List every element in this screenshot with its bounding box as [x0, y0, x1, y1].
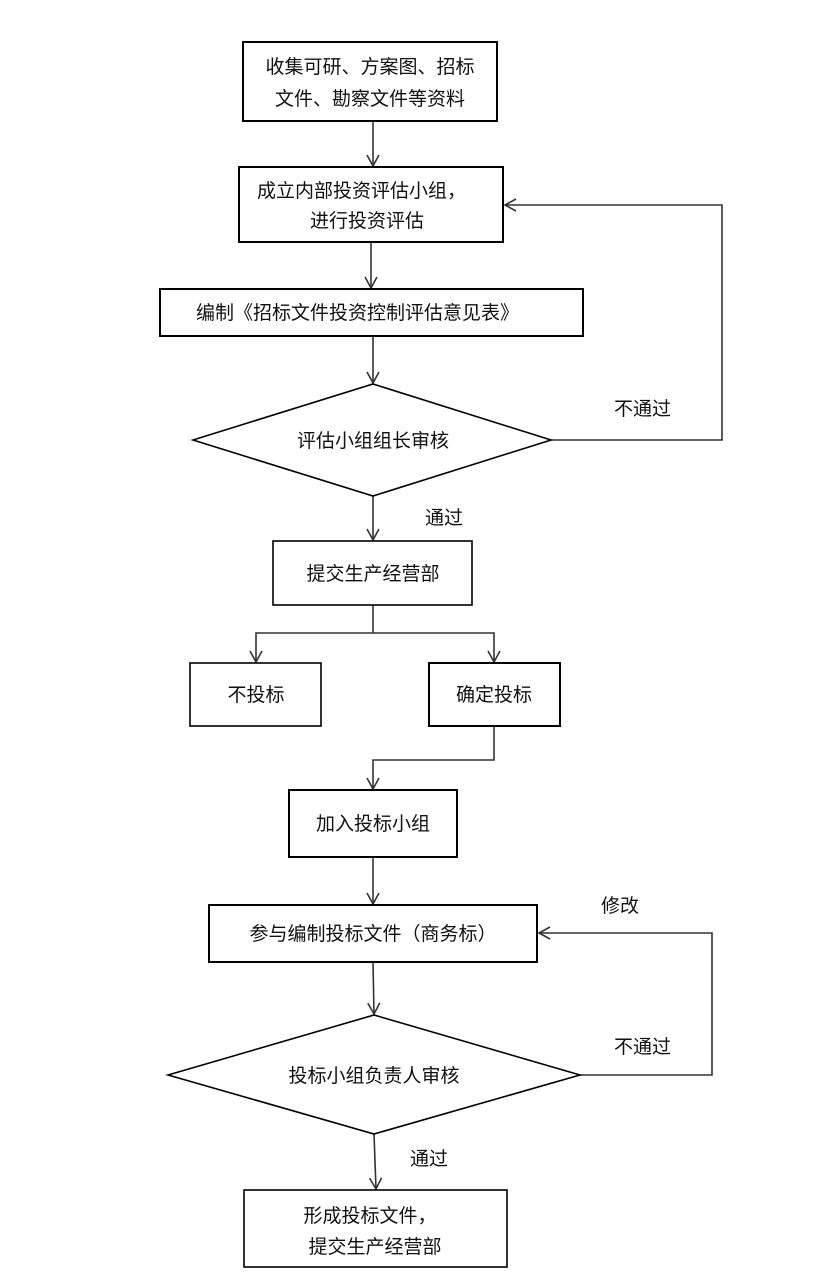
arrow-review2-fail-loop — [537, 926, 713, 1076]
node-submit-dept-label: 提交生产经营部 — [306, 563, 439, 585]
node-collect: 收集可研、方案图、招标 文件、勘察文件等资料 — [242, 41, 498, 122]
node-confirm-bid: 确定投标 — [428, 662, 561, 727]
node-no-bid: 不投标 — [189, 662, 322, 727]
arrow-to-confirm-bid — [373, 632, 501, 664]
node-join-team: 加入投标小组 — [288, 789, 458, 858]
node-collect-line1: 收集可研、方案图、招标 — [265, 56, 474, 78]
decision-bid-lead-review: 投标小组负责人审核 — [165, 1014, 583, 1135]
arrow-confirm-to-join — [366, 726, 495, 791]
decision-leader-review-label: 评估小组组长审核 — [297, 430, 449, 452]
node-team-line1: 成立内部投资评估小组， — [257, 180, 466, 202]
edge-label-fail2: 不通过 — [614, 1036, 671, 1058]
arrow-to-no-bid — [249, 632, 373, 664]
arrow-prepare-to-review — [367, 961, 381, 1016]
decision-leader-review: 评估小组组长审核 — [190, 383, 554, 497]
edge-label-fail1: 不通过 — [614, 398, 671, 420]
node-team-line2: 进行投资评估 — [310, 210, 424, 232]
node-compile-form: 编制《招标文件投资控制评估意见表》 — [159, 288, 584, 337]
node-compile-form-label: 编制《招标文件投资控制评估意见表》 — [196, 302, 519, 324]
edge-label-modify: 修改 — [601, 895, 639, 917]
node-prepare-docs: 参与编制投标文件（商务标） — [208, 904, 538, 963]
node-final-line2: 提交生产经营部 — [308, 1236, 441, 1258]
arrow-review-fail-loop — [503, 198, 723, 441]
node-prepare-docs-label: 参与编制投标文件（商务标） — [249, 923, 496, 945]
node-final: 形成投标文件， 提交生产经营部 — [243, 1189, 508, 1268]
node-submit-dept: 提交生产经营部 — [272, 540, 473, 606]
node-confirm-bid-label: 确定投标 — [456, 684, 532, 706]
node-collect-line2: 文件、勘察文件等资料 — [275, 88, 465, 110]
arrow-review2-pass — [368, 1133, 383, 1191]
edge-label-pass2: 通过 — [410, 1148, 448, 1170]
node-no-bid-label: 不投标 — [227, 684, 284, 706]
edge-label-pass1: 通过 — [425, 507, 463, 529]
node-team: 成立内部投资评估小组， 进行投资评估 — [238, 166, 504, 243]
node-final-line1: 形成投标文件， — [303, 1205, 436, 1227]
node-join-team-label: 加入投标小组 — [316, 813, 430, 835]
decision-bid-lead-review-label: 投标小组负责人审核 — [288, 1065, 459, 1087]
